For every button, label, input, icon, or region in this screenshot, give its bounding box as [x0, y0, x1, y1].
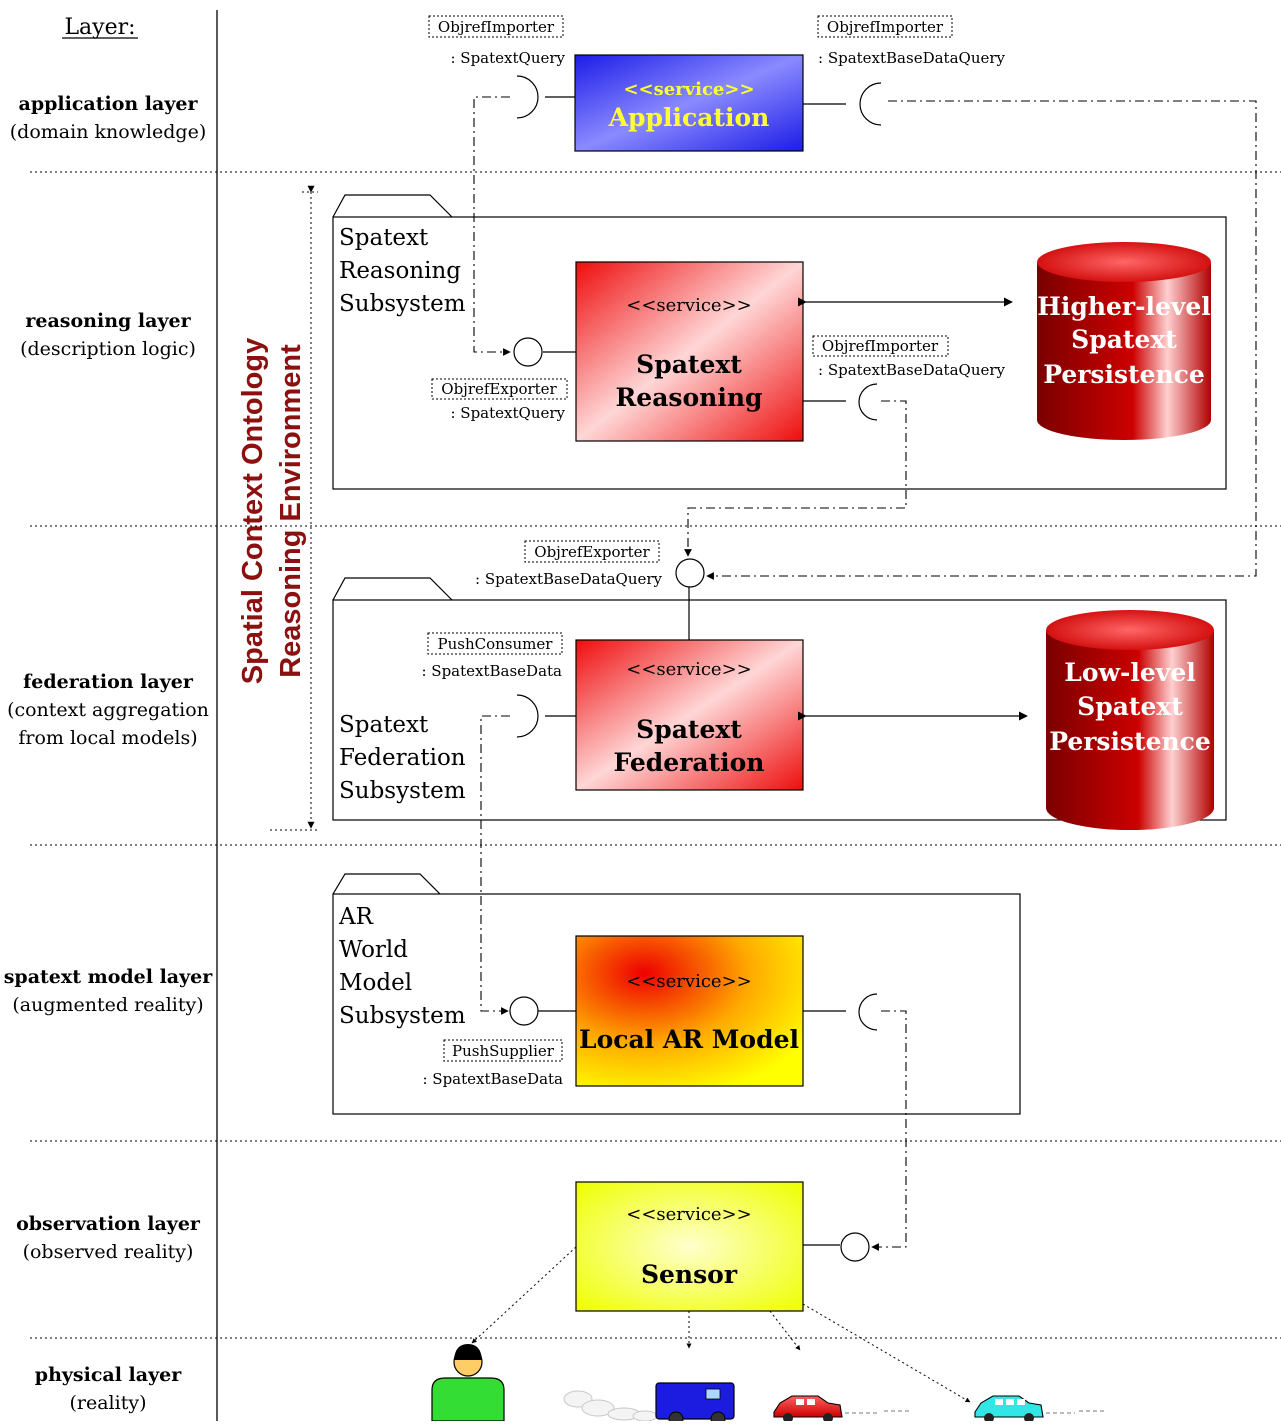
component-spatext-reasoning[interactable]: <<service>> Spatext Reasoning [575, 261, 804, 442]
layer-column: Layer: application layer (domain knowled… [4, 10, 218, 1421]
port-labels: ObjrefImporter : SpatextQuery ObjrefImpo… [421, 15, 1006, 1088]
local-ar-stereotype: <<service>> [626, 971, 751, 992]
application-stereotype: <<service>> [623, 79, 754, 100]
red-car-icon [773, 1395, 912, 1423]
package-ar-world-line1: AR [338, 904, 374, 930]
sensor-name: Sensor [641, 1260, 738, 1289]
layer-physical-desc: (reality) [69, 1392, 146, 1414]
cyan-car-icon [974, 1395, 1105, 1423]
higher-persistence-line1: Higher-level [1037, 292, 1211, 321]
cylinder-low-level: Low-level Spatext Persistence [1046, 610, 1214, 830]
low-persistence-line3: Persistence [1049, 727, 1211, 756]
package-ar-world-line3: Model [339, 970, 412, 996]
fed-top-role: ObjrefExporter [534, 543, 650, 561]
reasoning-name-line2: Reasoning [616, 383, 763, 412]
layer-reasoning-desc: (description logic) [20, 338, 196, 360]
layer-application-name: application layer [19, 93, 199, 115]
package-reasoning [332, 194, 1227, 490]
layer-observation-name: observation layer [16, 1213, 201, 1235]
layer-observation-desc: (observed reality) [23, 1241, 194, 1263]
associations [797, 297, 1028, 721]
layer-separators [30, 171, 1281, 1339]
package-federation-line3: Subsystem [339, 778, 466, 804]
layer-federation-desc1: (context aggregation [7, 699, 209, 721]
app-left-role: ObjrefImporter [438, 18, 555, 36]
application-name: Application [608, 103, 770, 132]
layer-reasoning-name: reasoning layer [25, 310, 191, 332]
ports [509, 75, 882, 1262]
layer-federation-name: federation layer [23, 671, 194, 693]
fed-top-iface: : SpatextBaseDataQuery [475, 570, 663, 588]
higher-persistence-line3: Persistence [1043, 360, 1205, 389]
layer-federation-desc2: from local models) [18, 727, 197, 749]
low-persistence-line2: Spatext [1077, 692, 1183, 721]
person-icon [431, 1344, 505, 1422]
environment-label-line1: Spatial Context Ontology [237, 338, 269, 684]
package-federation-line1: Spatext [339, 712, 429, 738]
app-right-role: ObjrefImporter [827, 18, 944, 36]
local-ar-name: Local AR Model [579, 1025, 799, 1054]
reasoning-name-line1: Spatext [636, 350, 742, 379]
app-left-iface: : SpatextQuery [450, 49, 565, 67]
component-local-ar-model[interactable]: <<service>> Local AR Model [575, 935, 804, 1087]
ar-left-role: PushSupplier [452, 1042, 555, 1060]
package-reasoning-line1: Spatext [339, 225, 429, 251]
federation-name-line1: Spatext [636, 715, 742, 744]
higher-persistence-line2: Spatext [1071, 325, 1177, 354]
app-right-iface: : SpatextBaseDataQuery [818, 49, 1006, 67]
layer-spatext-name: spatext model layer [4, 966, 214, 988]
reason-right-iface: : SpatextBaseDataQuery [818, 361, 1006, 379]
layer-application-desc: (domain knowledge) [10, 121, 206, 143]
package-reasoning-line2: Reasoning [339, 258, 461, 284]
fed-left-iface: : SpatextBaseData [421, 662, 562, 680]
layer-physical-name: physical layer [35, 1364, 182, 1386]
sensor-stereotype: <<service>> [626, 1204, 751, 1225]
package-ar-world [332, 873, 1021, 1115]
low-persistence-line1: Low-level [1064, 658, 1195, 687]
reason-right-role: ObjrefImporter [822, 337, 939, 355]
reasoning-stereotype: <<service>> [626, 295, 751, 316]
observation-links [471, 1246, 971, 1403]
fed-left-role: PushConsumer [438, 635, 554, 653]
smoke-cloud-icon [563, 1390, 658, 1422]
cylinder-higher-level: Higher-level Spatext Persistence [1037, 242, 1211, 440]
federation-name-line2: Federation [614, 748, 765, 777]
layers-heading: Layer: [64, 15, 135, 40]
package-federation [332, 577, 1227, 821]
component-sensor[interactable]: <<service>> Sensor [575, 1181, 804, 1312]
ar-left-iface: : SpatextBaseData [422, 1070, 563, 1088]
package-ar-world-line4: Subsystem [339, 1003, 466, 1029]
component-application[interactable]: <<service>> Application [574, 54, 804, 152]
dependencies [473, 96, 1257, 1251]
package-ar-world-line2: World [339, 937, 408, 963]
van-icon [655, 1382, 735, 1426]
environment-label: Spatial Context Ontology Reasoning Envir… [237, 185, 318, 831]
package-federation-line2: Federation [339, 745, 466, 771]
reason-left-role: ObjrefExporter [441, 380, 557, 398]
component-spatext-federation[interactable]: <<service>> Spatext Federation [575, 639, 804, 791]
package-reasoning-line3: Subsystem [339, 291, 466, 317]
layer-spatext-desc: (augmented reality) [12, 994, 203, 1016]
federation-stereotype: <<service>> [626, 659, 751, 680]
environment-label-line2: Reasoning Environment [275, 344, 307, 678]
reason-left-iface: : SpatextQuery [450, 404, 565, 422]
